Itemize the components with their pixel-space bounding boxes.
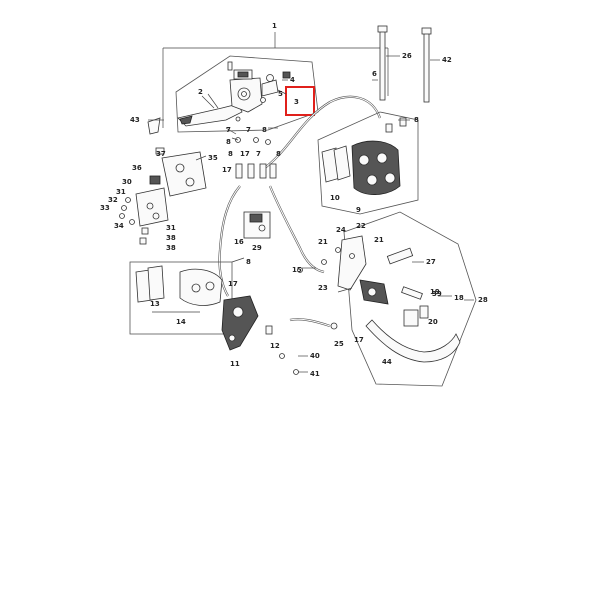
rear-master-cylinder: [337, 235, 423, 305]
callout-43: 43: [130, 116, 140, 124]
callout-9: 9: [356, 206, 361, 214]
callout-37: 37: [156, 150, 166, 158]
caliper-bracket: [221, 295, 273, 351]
bracket-35-assembly: [119, 147, 207, 245]
junction-block: [243, 211, 271, 239]
callout-8f: 8: [246, 258, 251, 266]
callout-17d: 17: [354, 336, 364, 344]
callout-40: 40: [310, 352, 320, 360]
callout-19: 19: [430, 288, 440, 296]
callout-27: 27: [426, 258, 436, 266]
callout-8a: 8: [262, 126, 267, 134]
callout-22: 22: [356, 222, 366, 230]
callout-23: 23: [318, 284, 328, 292]
callout-28: 28: [478, 296, 488, 304]
callout-39: 39: [432, 290, 442, 298]
leader-lines: [148, 79, 474, 373]
callout-7b: 7: [246, 126, 251, 134]
misc-bolts: [235, 137, 355, 375]
callout-8b: 8: [226, 138, 231, 146]
rear-pads-frame: [129, 261, 233, 335]
callout-31a: 31: [116, 188, 126, 196]
callout-11: 11: [230, 360, 240, 368]
callout-1: 1: [272, 22, 277, 30]
callout-32: 32: [108, 196, 118, 204]
callout-17c: 17: [228, 280, 238, 288]
callout-17a: 17: [222, 166, 232, 174]
highlight-box: [285, 86, 315, 116]
brake-lever: [177, 95, 243, 127]
callout-16: 16: [234, 238, 244, 246]
callout-4: 4: [290, 76, 295, 84]
callout-35: 35: [208, 154, 218, 162]
callout-25: 25: [334, 340, 344, 348]
callout-20: 20: [428, 318, 438, 326]
callout-8e: 8: [414, 116, 419, 124]
callout-7a: 7: [226, 126, 231, 134]
front-brake-pads: [321, 145, 351, 183]
callout-labels: 1 2 3 4 5 6 7 7 7 8 8 8 8 8 8 9 10 11 12…: [100, 22, 488, 378]
callout-33: 33: [100, 204, 110, 212]
front-caliper-frame: [317, 111, 419, 215]
callout-34: 34: [114, 222, 124, 230]
callout-6: 6: [372, 70, 377, 78]
front-caliper: [351, 117, 407, 195]
callout-10: 10: [330, 194, 340, 202]
callout-26: 26: [402, 52, 412, 60]
callout-5: 5: [278, 90, 283, 98]
callout-21a: 21: [318, 238, 328, 246]
callout-3: 3: [294, 98, 299, 106]
callout-12: 12: [270, 342, 280, 350]
callout-31b: 31: [166, 224, 176, 232]
callout-41: 41: [310, 370, 320, 378]
callout-38a: 38: [166, 234, 176, 242]
master-cylinder-body: [227, 61, 291, 122]
callout-15: 15: [292, 266, 302, 274]
cable-ties: [377, 25, 440, 103]
callout-42: 42: [442, 56, 452, 64]
callout-21b: 21: [374, 236, 384, 244]
callout-2: 2: [198, 88, 203, 96]
callout-13: 13: [150, 300, 160, 308]
clip-43: [147, 117, 161, 135]
callout-7c: 7: [256, 150, 261, 158]
callout-29: 29: [252, 244, 262, 252]
callout-8d: 8: [276, 150, 281, 158]
callout-8c: 8: [228, 150, 233, 158]
brake-pedal: [365, 305, 461, 363]
callout-30: 30: [122, 178, 132, 186]
callout-24: 24: [336, 226, 346, 234]
callout-36: 36: [132, 164, 142, 172]
brake-hoses: [218, 95, 382, 328]
callout-18: 18: [454, 294, 464, 302]
callout-17b: 17: [240, 150, 250, 158]
callout-14: 14: [176, 318, 186, 326]
callout-44: 44: [382, 358, 392, 366]
callout-38b: 38: [166, 244, 176, 252]
